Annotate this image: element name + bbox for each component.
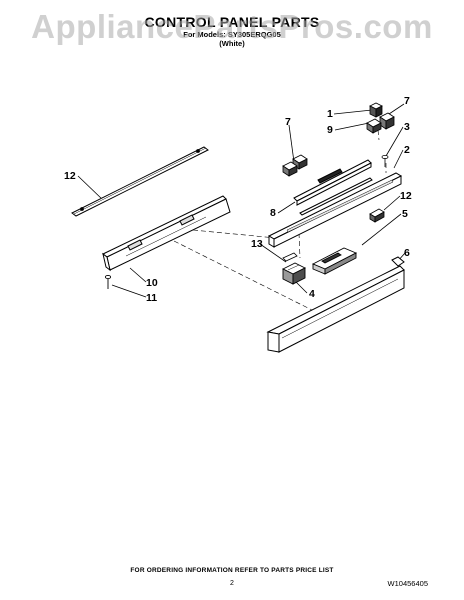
callout-7-left: 7 — [285, 116, 291, 128]
callout-4: 4 — [309, 288, 315, 300]
clip-part — [369, 208, 385, 223]
callout-12-left: 12 — [64, 170, 76, 182]
callout-12-right: 12 — [400, 190, 412, 202]
callout-1: 1 — [327, 108, 333, 120]
ordering-note: FOR ORDERING INFORMATION REFER TO PARTS … — [130, 567, 334, 574]
callout-6: 6 — [404, 247, 410, 259]
control-module-part — [281, 262, 307, 285]
page-number: 2 — [230, 580, 234, 587]
document-code: W10456405 — [387, 579, 428, 588]
callout-3: 3 — [404, 121, 410, 133]
callout-10: 10 — [146, 277, 158, 289]
control-panel-frame-part — [267, 172, 403, 248]
screw-part-3 — [381, 154, 389, 167]
lower-trim-part — [266, 256, 405, 353]
page-title: CONTROL PANEL PARTS — [144, 14, 320, 30]
callout-2: 2 — [404, 144, 410, 156]
knob-part-7-right — [379, 112, 395, 130]
color-line: (White) — [219, 39, 245, 48]
control-board-part — [311, 247, 358, 275]
knob-part-7-left — [282, 161, 298, 177]
screw-part-11 — [104, 274, 112, 289]
callout-5: 5 — [402, 208, 408, 220]
knob-part-1 — [369, 102, 383, 118]
callout-8: 8 — [270, 207, 276, 219]
callout-9: 9 — [327, 124, 333, 136]
bracket-part — [102, 195, 231, 272]
callout-13: 13 — [251, 238, 263, 250]
callout-numbers: 1 2 3 4 5 6 7 7 8 9 10 11 12 12 13 — [64, 95, 412, 304]
header: CONTROL PANEL PARTS For Models: SY305ERQ… — [0, 14, 464, 48]
knob-part-9-right — [366, 118, 382, 134]
rod-part — [71, 146, 209, 217]
overlay-panel-part — [293, 159, 373, 216]
label-part — [282, 252, 298, 262]
callout-7-right: 7 — [404, 95, 410, 107]
assembly-lines — [173, 129, 387, 315]
model-line: For Models: SY305ERQG05 — [183, 30, 281, 39]
callout-11: 11 — [146, 292, 157, 304]
